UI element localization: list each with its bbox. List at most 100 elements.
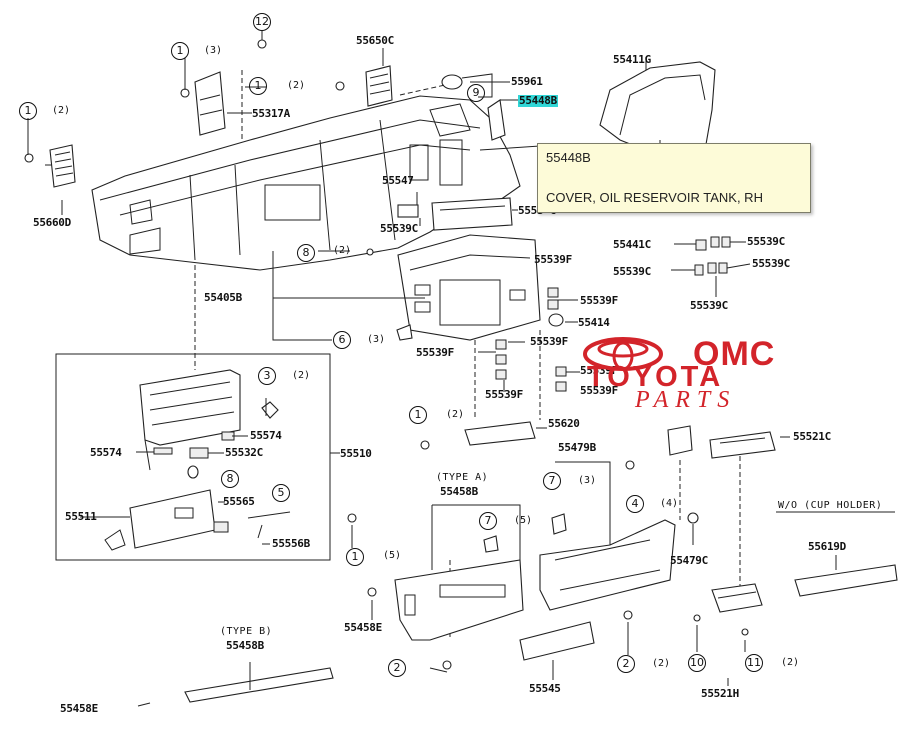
vent-55650c-drawing [365,65,393,107]
label-55405b[interactable]: 55405B [204,291,242,304]
note-wo-cup-holder: W/O (CUP HOLDER) [778,500,883,511]
vent-55660d-drawing [45,144,76,188]
instrument-panel-drawing [91,95,601,271]
label-55556b[interactable]: 55556B [272,537,310,550]
qty-callout-3: (2) [292,370,311,381]
small-parts-glovebox [153,401,291,539]
label-55510[interactable]: 55510 [340,447,372,460]
label-55521h[interactable]: 55521H [701,687,739,700]
qty-callout-1-e: (5) [383,550,402,561]
qty-callout-1-d: (2) [446,409,465,420]
label-55458b[interactable]: 55458B [440,485,478,498]
bracket-55521c [667,425,693,456]
label-55961[interactable]: 55961 [511,75,543,88]
dash-8 [399,84,446,96]
label-55441c[interactable]: 55441C [613,238,651,251]
callout-7-b: 7 [479,512,497,530]
group-55510-box [55,353,331,561]
clip-55458e-b [137,702,151,707]
label-55565[interactable]: 55565 [223,495,255,508]
part-55521h-drawing [711,583,763,613]
callout-12: 12 [253,13,271,31]
label-55574-b[interactable]: 55574 [90,446,122,459]
qty-callout-8-a: (2) [333,245,352,256]
bracket-type-a [431,504,521,570]
leader-lines [27,30,837,690]
label-55539c-d[interactable]: 55539C [752,257,790,270]
label-55414[interactable]: 55414 [578,316,610,329]
glovebox-frame-drawing [139,369,241,471]
label-55539c-c[interactable]: 55539C [613,265,651,278]
hood-inner-line [619,74,706,136]
glovebox-door-55511-drawing [104,489,216,551]
label-55660d[interactable]: 55660D [33,216,71,229]
watermark-toyota: TOYOTA [587,361,724,393]
label-55317a[interactable]: 55317A [252,107,290,120]
callout-7-a: 7 [543,472,561,490]
label-55479b[interactable]: 55479B [558,441,596,454]
callout-8-b: 8 [221,470,239,488]
callout-2-a: 2 [388,659,406,677]
callout-3: 3 [258,367,276,385]
label-55539f-b[interactable]: 55539F [580,294,618,307]
bracket-55317a-drawing [194,71,226,136]
qty-callout-2-a: (2) [652,658,671,669]
trim-type-b-drawing [184,667,334,703]
label-55539c-b[interactable]: 55539C [747,235,785,248]
callout-4: 4 [626,495,644,513]
qty-callout-11: (2) [781,657,800,668]
label-55511[interactable]: 55511 [65,510,97,523]
label-55479c[interactable]: 55479C [670,554,708,567]
callout-10: 10 [688,654,706,672]
label-55458e-a[interactable]: 55458E [344,621,382,634]
label-55539f-a[interactable]: 55539F [534,253,572,266]
label-55448b-highlighted[interactable]: 55448B [518,94,558,107]
qty-callout-1-a: (3) [204,45,223,56]
callout-1-d: 1 [409,406,427,424]
watermark-omc: OMC [693,335,776,373]
tooltip-part-description: COVER, OIL RESERVOIR TANK, RH [546,190,763,205]
tooltip-part-code: 55448B [546,150,591,165]
label-55458e-b[interactable]: 55458E [60,702,98,715]
part-55961-drawing [441,73,493,98]
callout-5: 5 [272,484,290,502]
label-55539c-e[interactable]: 55539C [690,299,728,312]
watermark-parts: PARTS [635,387,737,413]
switches-55539c-drawing [694,236,731,276]
label-55521c[interactable]: 55521C [793,430,831,443]
bracket-55479b [555,461,611,545]
callout-11: 11 [745,654,763,672]
qty-callout-6: (3) [367,334,386,345]
qty-callout-7-b: (5) [514,515,533,526]
callout-1-b: 1 [249,77,267,95]
label-55620[interactable]: 55620 [548,417,580,430]
label-55545[interactable]: 55545 [529,682,561,695]
label-55539f-g[interactable]: 55539F [580,384,618,397]
part-5553c-line [439,205,506,211]
label-55650c[interactable]: 55650C [356,34,394,47]
lower-panel-55458b-drawing [394,559,524,641]
part-5553c-drawing [431,197,513,231]
switches-55539f-drawing [495,287,567,392]
part-55619d-drawing [794,564,898,597]
label-55458b-b[interactable]: 55458B [226,639,264,652]
part-55547-drawing [397,204,419,218]
label-55574-a[interactable]: 55574 [250,429,282,442]
part-55545-drawing [519,621,595,661]
label-55539c-a[interactable]: 55539C [380,222,418,235]
qty-callout-4: (4) [660,498,679,509]
center-cluster-55405b-drawing [397,234,541,341]
label-55619d[interactable]: 55619D [808,540,846,553]
label-55411g[interactable]: 55411G [613,53,651,66]
callout-1-c: 1 [19,102,37,120]
label-55539f-c[interactable]: 55539F [530,335,568,348]
label-55539f-d[interactable]: 55539F [416,346,454,359]
label-55539f-f[interactable]: 55539F [485,388,523,401]
label-55532c[interactable]: 55532C [225,446,263,459]
screws-drawing [24,39,749,670]
bracket-55405b-left [272,251,332,341]
omc-toyota-parts-watermark: OMC TOYOTA PARTS [583,335,883,415]
cover-55448b-drawing [487,99,506,141]
label-55547[interactable]: 55547 [382,174,414,187]
